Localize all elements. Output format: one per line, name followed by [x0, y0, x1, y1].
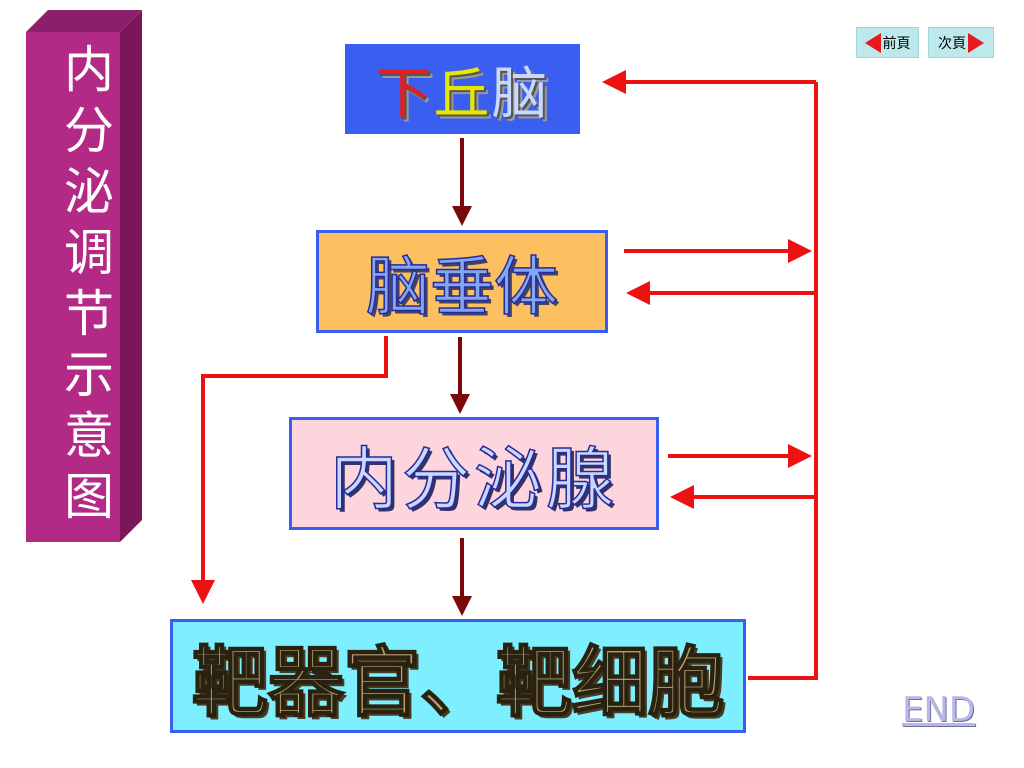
hypothalamus-char-2: 丘 — [433, 61, 492, 127]
target-label: 靶器官、靶细胞 — [191, 637, 725, 728]
next-page-button[interactable]: 次頁 — [928, 27, 994, 58]
banner-side-face — [120, 10, 142, 542]
page-title: 内分泌调节示意图 — [64, 41, 114, 526]
arrow-pituitary-to-target — [191, 336, 388, 604]
banner-top-face — [26, 10, 142, 32]
pituitary-label: 脑垂体 — [365, 250, 559, 326]
hypothalamus-box: 下 丘 脑 — [345, 44, 580, 134]
hypothalamus-char-1: 下 — [375, 61, 434, 127]
pituitary-box: 脑垂体 — [316, 230, 608, 333]
end-link[interactable]: END — [902, 690, 976, 730]
feedback-line-right — [748, 82, 818, 680]
prev-page-label: 前頁 — [882, 35, 911, 52]
banner-3d-shape — [26, 10, 142, 542]
triangle-left-icon — [864, 32, 881, 53]
triangle-right-icon — [968, 32, 984, 53]
title-banner: 内分泌调节示意图 — [26, 10, 142, 542]
endocrine-gland-box: 内分泌腺 — [289, 417, 659, 530]
target-box: 靶器官、靶细胞 — [170, 619, 746, 733]
hypothalamus-char-3: 脑 — [491, 61, 550, 127]
next-page-label: 次頁 — [938, 35, 966, 52]
prev-page-button[interactable]: 前頁 — [856, 27, 919, 58]
endocrine-gland-label: 内分泌腺 — [329, 440, 618, 521]
banner-front-face — [26, 32, 120, 542]
